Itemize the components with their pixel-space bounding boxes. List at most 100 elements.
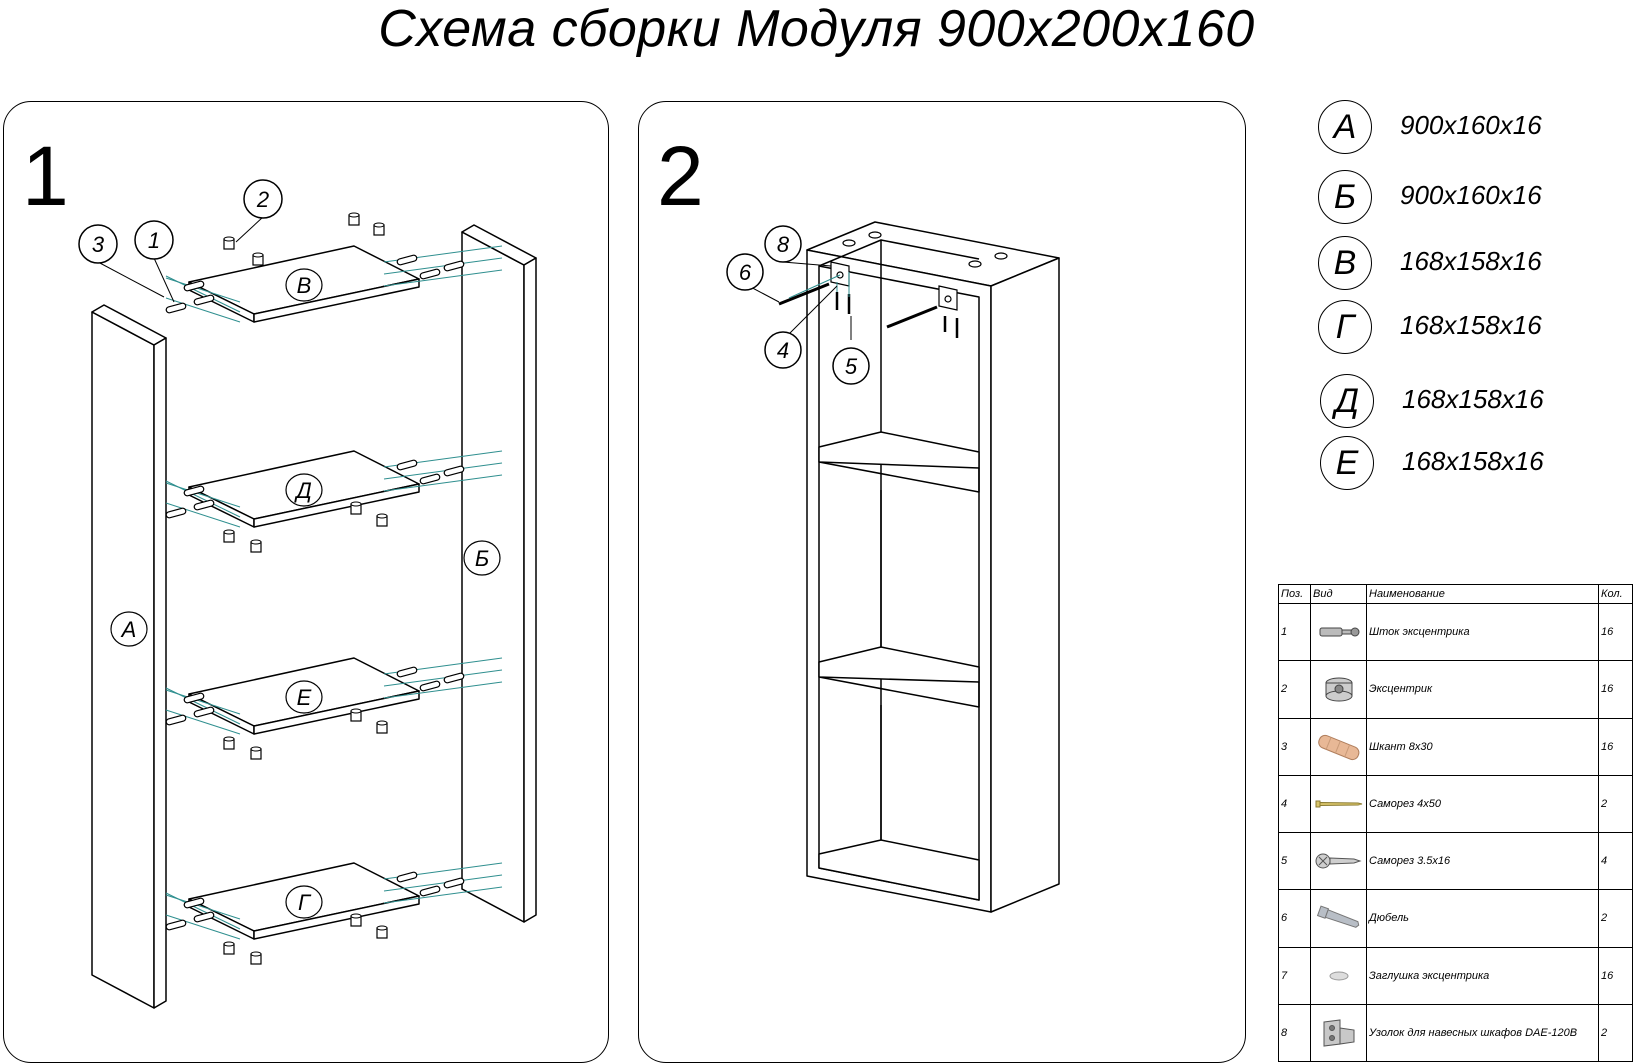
cabinet-bottom-shelf <box>818 839 980 901</box>
row-qty: 16 <box>1598 602 1633 662</box>
table-row: 7 Заглушка эксцентрика 16 <box>1278 946 1633 1005</box>
shelf-g-side <box>253 895 420 940</box>
top-hole <box>842 239 856 247</box>
row-pos: 7 <box>1278 946 1311 1005</box>
callout-2-label: 2 <box>256 187 269 212</box>
fastener-axis <box>165 892 241 930</box>
callout-6-label: 6 <box>739 260 752 285</box>
row-qty: 16 <box>1598 717 1633 776</box>
callout-8 <box>764 225 802 263</box>
side-label-a-circle <box>110 611 148 647</box>
row-qty: 16 <box>1598 946 1633 1005</box>
cam-stud <box>419 885 441 897</box>
fastener-axis <box>165 480 241 518</box>
row-qty: 4 <box>1598 831 1633 891</box>
row-pos: 5 <box>1278 831 1311 891</box>
shelf-label: Г <box>298 890 312 915</box>
cam-lock-top <box>348 212 360 218</box>
cam-stud <box>183 692 205 704</box>
table-row: 6 Дюбель 2 <box>1278 889 1633 948</box>
side-label-b-circle <box>463 540 501 576</box>
cabinet-right-side <box>990 257 1060 913</box>
fastener-axis <box>165 914 241 940</box>
wall-plug-right <box>886 305 938 329</box>
side-label-b: Б <box>475 546 489 571</box>
row-pos: 6 <box>1278 889 1311 948</box>
legend-dims: 168x158x16 <box>1400 310 1542 340</box>
fastener-axis <box>383 257 503 275</box>
row-name: Узолок для навесных шкафов DAE-120B <box>1366 1003 1599 1063</box>
fastener-axis <box>165 297 241 323</box>
fastener-axis <box>165 687 241 725</box>
row-name: Эксцентрик <box>1366 660 1599 719</box>
cam-stud <box>183 280 205 292</box>
row-pos: 2 <box>1278 660 1311 719</box>
fastener-axis <box>383 669 503 687</box>
cam-stud <box>193 499 215 511</box>
legend-dims: 168x158x16 <box>1402 384 1544 414</box>
callout-leader <box>235 216 264 243</box>
callout-5-label: 5 <box>845 354 858 379</box>
cam-stud <box>183 485 205 497</box>
short-screw-icon <box>1315 853 1362 869</box>
cam-stud <box>419 268 441 280</box>
cam-lock-top <box>376 513 388 519</box>
hanger-bracket-icon <box>1323 1019 1354 1047</box>
legend-letter: Д <box>1320 374 1374 428</box>
wall-plug-left <box>778 282 830 306</box>
cam-lock-top <box>250 746 262 752</box>
legend-row-g: Г 168x158x16 <box>1310 300 1630 360</box>
callout-3 <box>78 224 118 264</box>
callout-2 <box>243 179 283 219</box>
step-1-number: 1 <box>22 129 69 223</box>
wall-plug-icon <box>1316 905 1359 929</box>
fastener-axis <box>383 886 503 904</box>
legend-dims: 168x158x16 <box>1400 246 1542 276</box>
cam-lock-top <box>373 222 385 228</box>
row-pos: 4 <box>1278 774 1311 834</box>
top-hole <box>868 231 882 239</box>
callout-8-label: 8 <box>777 232 790 257</box>
shelf-label-circle <box>285 885 323 919</box>
cam-stud <box>419 680 441 692</box>
shelf-label: Е <box>297 685 312 710</box>
shelf-label: Д <box>293 478 312 503</box>
legend-dims: 900x160x16 <box>1400 110 1542 140</box>
cam-lock-top <box>223 941 235 947</box>
col-qty-header: Кол. <box>1598 584 1633 604</box>
row-pos: 3 <box>1278 717 1311 776</box>
cam-stud <box>443 465 465 477</box>
cam-lock-top <box>252 252 264 258</box>
shelf-label-circle <box>285 680 323 714</box>
cam-stud <box>396 666 418 678</box>
legend-dims: 900x160x16 <box>1400 180 1542 210</box>
cam-lock-top <box>250 951 262 957</box>
table-header-row: Поз. Вид Наименование Кол. <box>1278 584 1633 604</box>
long-screw-icon <box>1315 800 1362 808</box>
fastener-axis <box>383 474 503 492</box>
step-2-number: 2 <box>657 129 704 223</box>
cam-lock-top <box>350 708 362 714</box>
top-hole <box>994 252 1008 260</box>
step-2-assembled-drawing: 8 6 4 5 <box>726 221 1060 913</box>
cam-cap-icon <box>1329 971 1348 981</box>
cam-stud <box>165 507 187 519</box>
row-qty: 2 <box>1598 1003 1633 1063</box>
cam-stud <box>183 897 205 909</box>
cam-lock-top <box>350 501 362 507</box>
shelf-label: В <box>297 273 312 298</box>
parts-table: Поз. Вид Наименование Кол. 1 Шток эксцен… <box>1278 584 1633 1063</box>
callout-6 <box>726 253 764 291</box>
row-name: Шток эксцентрика <box>1366 602 1599 662</box>
fastener-axis <box>165 709 241 735</box>
cam-stud <box>396 254 418 266</box>
cam-stud-icon <box>1319 627 1359 637</box>
table-row: 2 Эксцентрик 16 <box>1278 660 1633 719</box>
cam-lock-icon <box>1325 677 1352 702</box>
side-panel-a-front <box>91 311 155 1009</box>
legend-letter: А <box>1318 100 1372 154</box>
row-name: Шкант 8x30 <box>1366 717 1599 776</box>
cam-stud <box>443 877 465 889</box>
